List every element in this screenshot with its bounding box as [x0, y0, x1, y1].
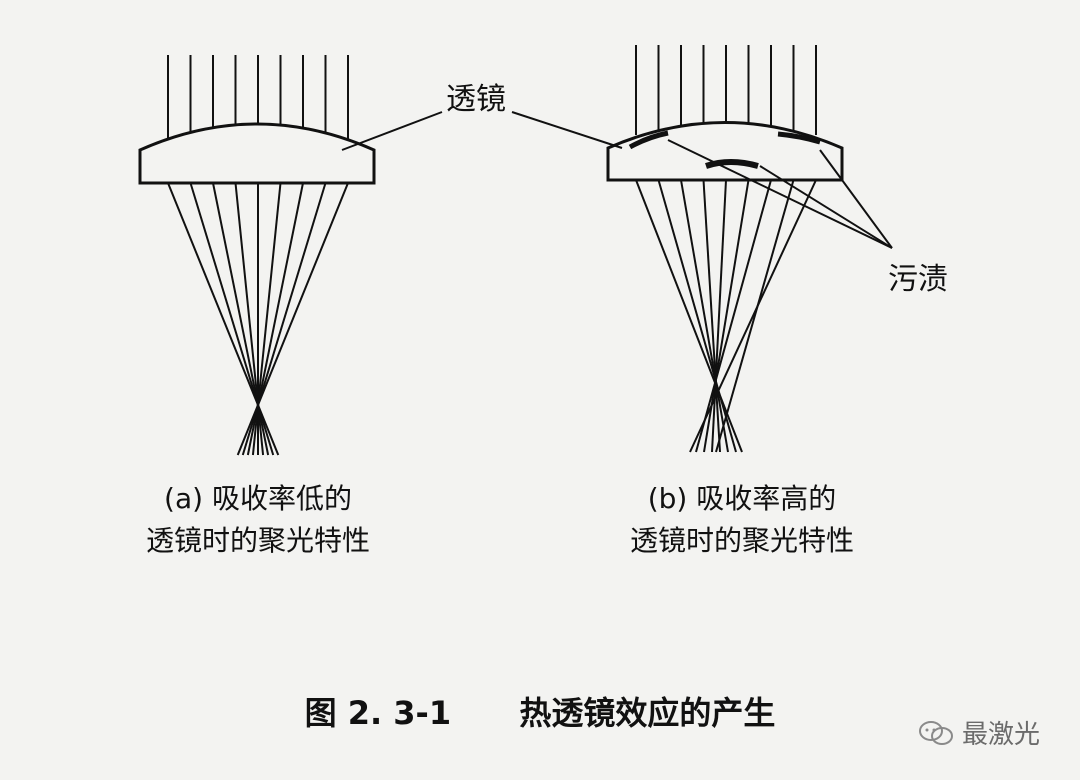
panel-a-low-absorption — [138, 55, 376, 456]
chat-bubbles-icon — [919, 720, 953, 745]
focused-rays-a — [167, 182, 349, 456]
caption-b-line1: (b) 吸收率高的 — [647, 482, 837, 515]
incident-rays-b — [635, 45, 817, 135]
stain-center — [705, 159, 759, 169]
caption-a-line2: 透镜时的聚光特性 — [145, 524, 370, 557]
figure-title: 图 2. 3-1 热透镜效应的产生 — [0, 688, 1080, 734]
distorted-ray-b — [711, 179, 727, 453]
leader-lines — [341, 111, 893, 249]
distorted-ray-b — [715, 179, 795, 453]
distorted-ray-b — [680, 179, 729, 453]
figure-number: 图 2. 3-1 — [304, 694, 452, 732]
focused-ray-a — [236, 182, 349, 456]
incident-rays-a — [167, 55, 349, 140]
distorted-ray-b — [657, 179, 737, 453]
watermark-text: 最激光 — [962, 720, 1041, 750]
caption-b-line2: 透镜时的聚光特性 — [629, 524, 854, 557]
stain-leader-1 — [667, 139, 893, 249]
stain-leader-2 — [759, 165, 893, 249]
caption-b: (b) 吸收率高的 透镜时的聚光特性 — [572, 478, 912, 562]
distorted-ray-b — [695, 179, 772, 453]
stain-left — [628, 130, 669, 150]
lens-a — [138, 122, 376, 185]
lens-label: 透镜 — [446, 82, 506, 117]
lens-leader-a — [341, 111, 443, 151]
figure-title-text: 热透镜效应的产生 — [519, 694, 776, 732]
distorted-ray-b — [702, 179, 721, 453]
panel-b-high-absorption — [606, 45, 844, 453]
lens-b — [606, 121, 844, 182]
distorted-ray-b — [635, 179, 743, 453]
stain-right — [777, 131, 821, 145]
caption-a: (a) 吸收率低的 透镜时的聚光特性 — [88, 478, 428, 562]
stain-label: 污渍 — [888, 262, 948, 297]
stain-leader-3 — [819, 149, 893, 249]
caption-a-line1: (a) 吸收率低的 — [164, 482, 352, 515]
distorted-ray-b — [689, 179, 817, 453]
lens-leader-b — [511, 111, 623, 149]
watermark: 最激光 — [918, 714, 1040, 751]
distorted-rays-b — [635, 179, 817, 453]
